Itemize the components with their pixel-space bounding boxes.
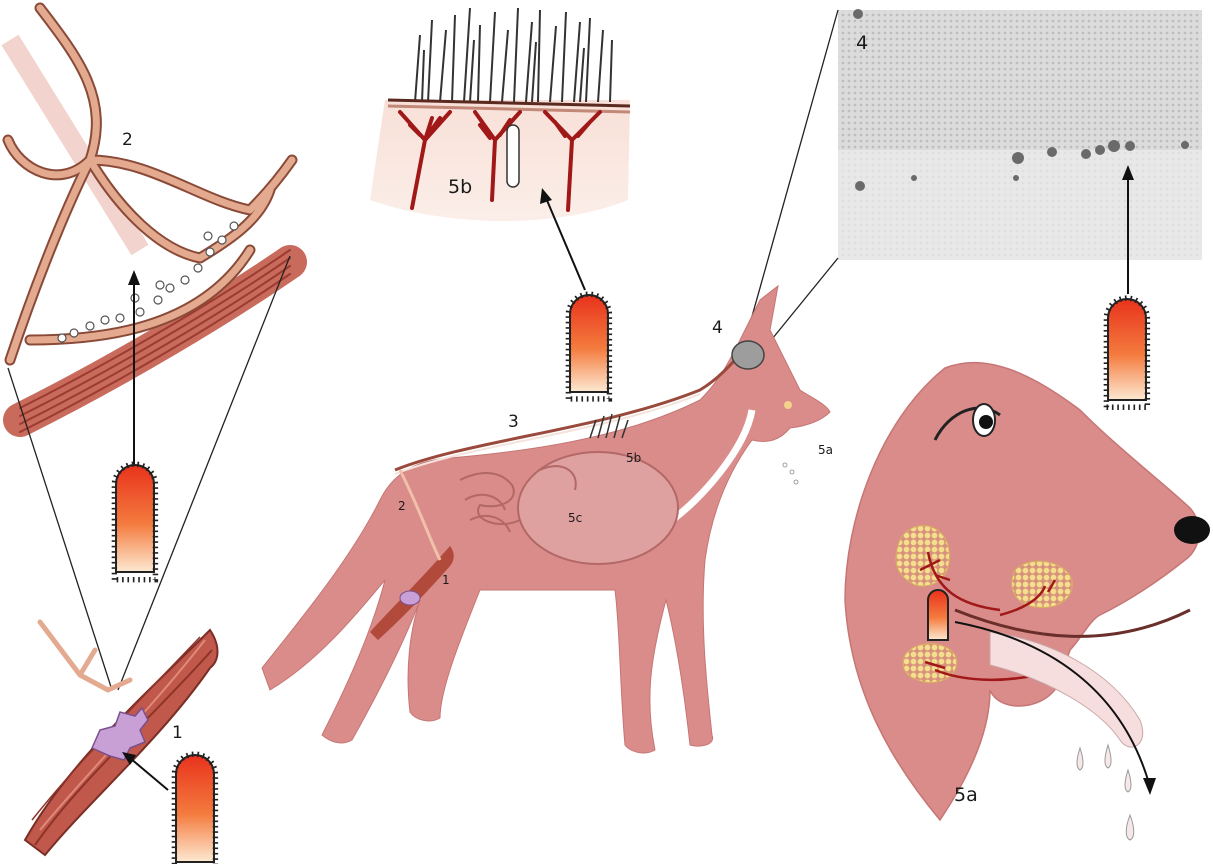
dog-figure <box>262 286 830 753</box>
histology-inset <box>838 9 1202 294</box>
hair-follicle <box>507 125 519 187</box>
limb-spindle <box>400 591 420 605</box>
nose <box>1174 516 1210 544</box>
label-receptor-5a: 5a <box>954 786 978 805</box>
arrow-to-spindle <box>130 758 168 790</box>
electrode-icon <box>568 294 609 399</box>
electrode-icon <box>114 464 155 580</box>
label-dog-3: 3 <box>508 414 519 431</box>
label-dog-2: 2 <box>398 500 406 512</box>
electrode-icon <box>1106 298 1147 407</box>
axon <box>10 40 140 250</box>
label-dog-5b: 5b <box>626 452 641 464</box>
eye-pupil <box>979 415 993 429</box>
label-receptor-4: 4 <box>856 34 868 53</box>
label-receptor-2: 2 <box>122 132 133 149</box>
label-dog-1: 1 <box>442 574 450 586</box>
skin-inset <box>370 8 630 290</box>
label-dog-5c: 5c <box>568 512 582 524</box>
label-receptor-1: 1 <box>172 725 183 742</box>
nerve-ending-inset <box>8 8 292 470</box>
dog-head-inset <box>845 363 1210 840</box>
dog-brain <box>732 341 764 369</box>
label-dog-5a: 5a <box>818 444 833 456</box>
saliva-drops-large <box>1077 745 1134 840</box>
saliva-drops <box>783 463 798 484</box>
dog-eye <box>784 401 792 409</box>
label-dog-4: 4 <box>712 320 723 337</box>
arrowhead <box>128 270 140 285</box>
gland-electrode <box>928 590 948 640</box>
label-receptor-5b: 5b <box>448 178 472 197</box>
electrode-icon <box>174 754 215 864</box>
hairs <box>415 8 612 102</box>
